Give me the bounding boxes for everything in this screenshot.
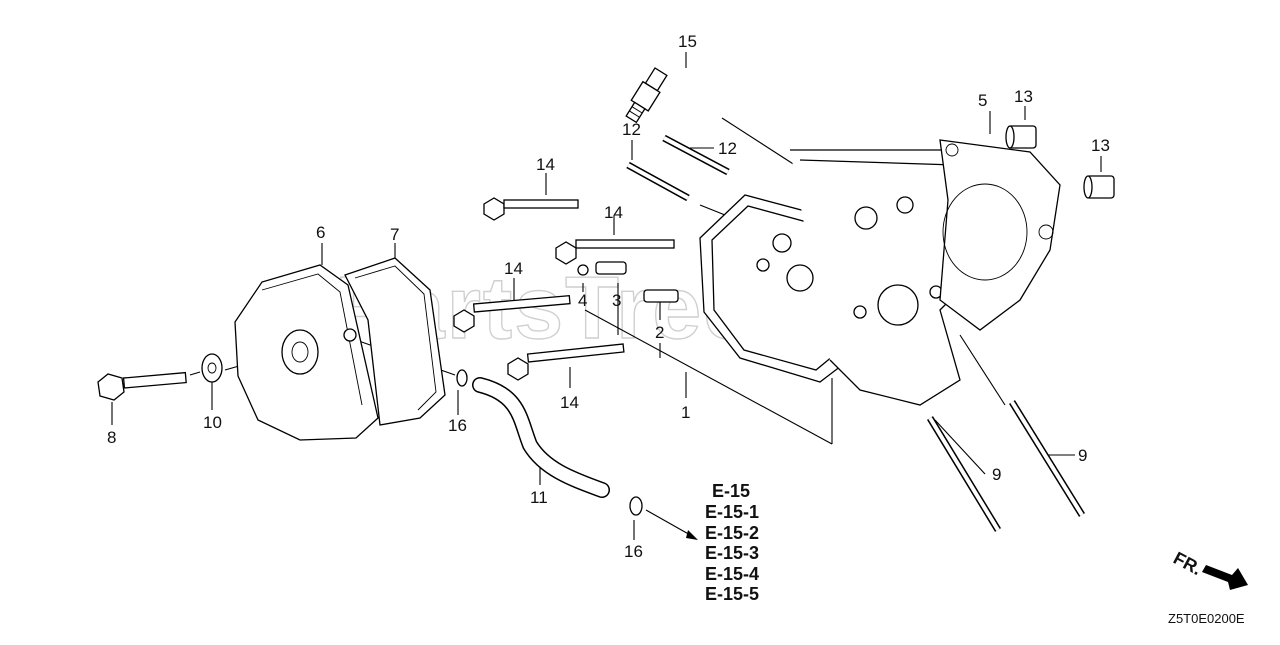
callout-14a: 14 — [536, 155, 555, 174]
flange-bolts — [453, 197, 675, 381]
breather-tube — [472, 377, 610, 498]
cover-washer — [201, 353, 223, 383]
diagram-code: Z5T0E0200E — [1168, 611, 1245, 626]
front-marker-label: FR. — [1170, 548, 1205, 579]
stud-bolts — [626, 134, 730, 202]
spark-plug — [625, 67, 668, 124]
section-ref-link[interactable]: E-15 — [712, 481, 750, 501]
callout-15: 15 — [678, 32, 697, 51]
callout-7: 7 — [390, 225, 399, 244]
front-marker: FR. — [1170, 548, 1248, 590]
callout-3: 3 — [612, 291, 621, 310]
callout-2: 2 — [655, 323, 664, 342]
head-dowels — [1005, 125, 1115, 199]
callout-12b: 13 — [1091, 136, 1110, 155]
tube-clips — [456, 369, 643, 516]
section-reference-list: E-15 E-15-1 E-15-2 E-15-3 E-15-4 E-15-5 — [705, 481, 759, 604]
callout-16a: 16 — [448, 416, 467, 435]
callout-8: 8 — [107, 428, 116, 447]
callout-4: 4 — [578, 291, 587, 310]
dowel-pins — [577, 261, 679, 303]
section-ref-link[interactable]: E-15-4 — [705, 564, 759, 584]
head-gasket — [939, 139, 1061, 331]
section-ref-link[interactable]: E-15-1 — [705, 502, 759, 522]
callout-9b: 9 — [1078, 446, 1087, 465]
callout-14c: 14 — [504, 259, 523, 278]
section-ref-link[interactable]: E-15-2 — [705, 523, 759, 543]
callout-13: 11 — [530, 488, 548, 507]
callout-6: 6 — [316, 223, 325, 242]
cover-bolt — [97, 371, 187, 401]
callout-16b: 16 — [624, 542, 643, 561]
head-cover — [234, 264, 379, 441]
callout-1: 1 — [681, 403, 690, 422]
callout-14d: 14 — [560, 393, 579, 412]
callout-5: 5 — [978, 91, 987, 110]
callout-9a: 9 — [992, 465, 1001, 484]
reference-arrow — [645, 509, 698, 540]
long-studs — [927, 400, 1085, 532]
callout-labels: 15 12 12 14 14 14 14 4 3 2 1 5 13 13 6 7… — [107, 32, 1110, 561]
section-ref-link[interactable]: E-15-3 — [705, 543, 759, 563]
callout-14b: 14 — [604, 203, 623, 222]
section-ref-link[interactable]: E-15-5 — [705, 584, 759, 604]
cover-gasket — [344, 257, 446, 426]
callout-11b: 12 — [718, 139, 737, 158]
callout-11a: 12 — [622, 120, 641, 139]
callout-12a: 13 — [1014, 87, 1033, 106]
callout-10: 10 — [203, 413, 222, 432]
